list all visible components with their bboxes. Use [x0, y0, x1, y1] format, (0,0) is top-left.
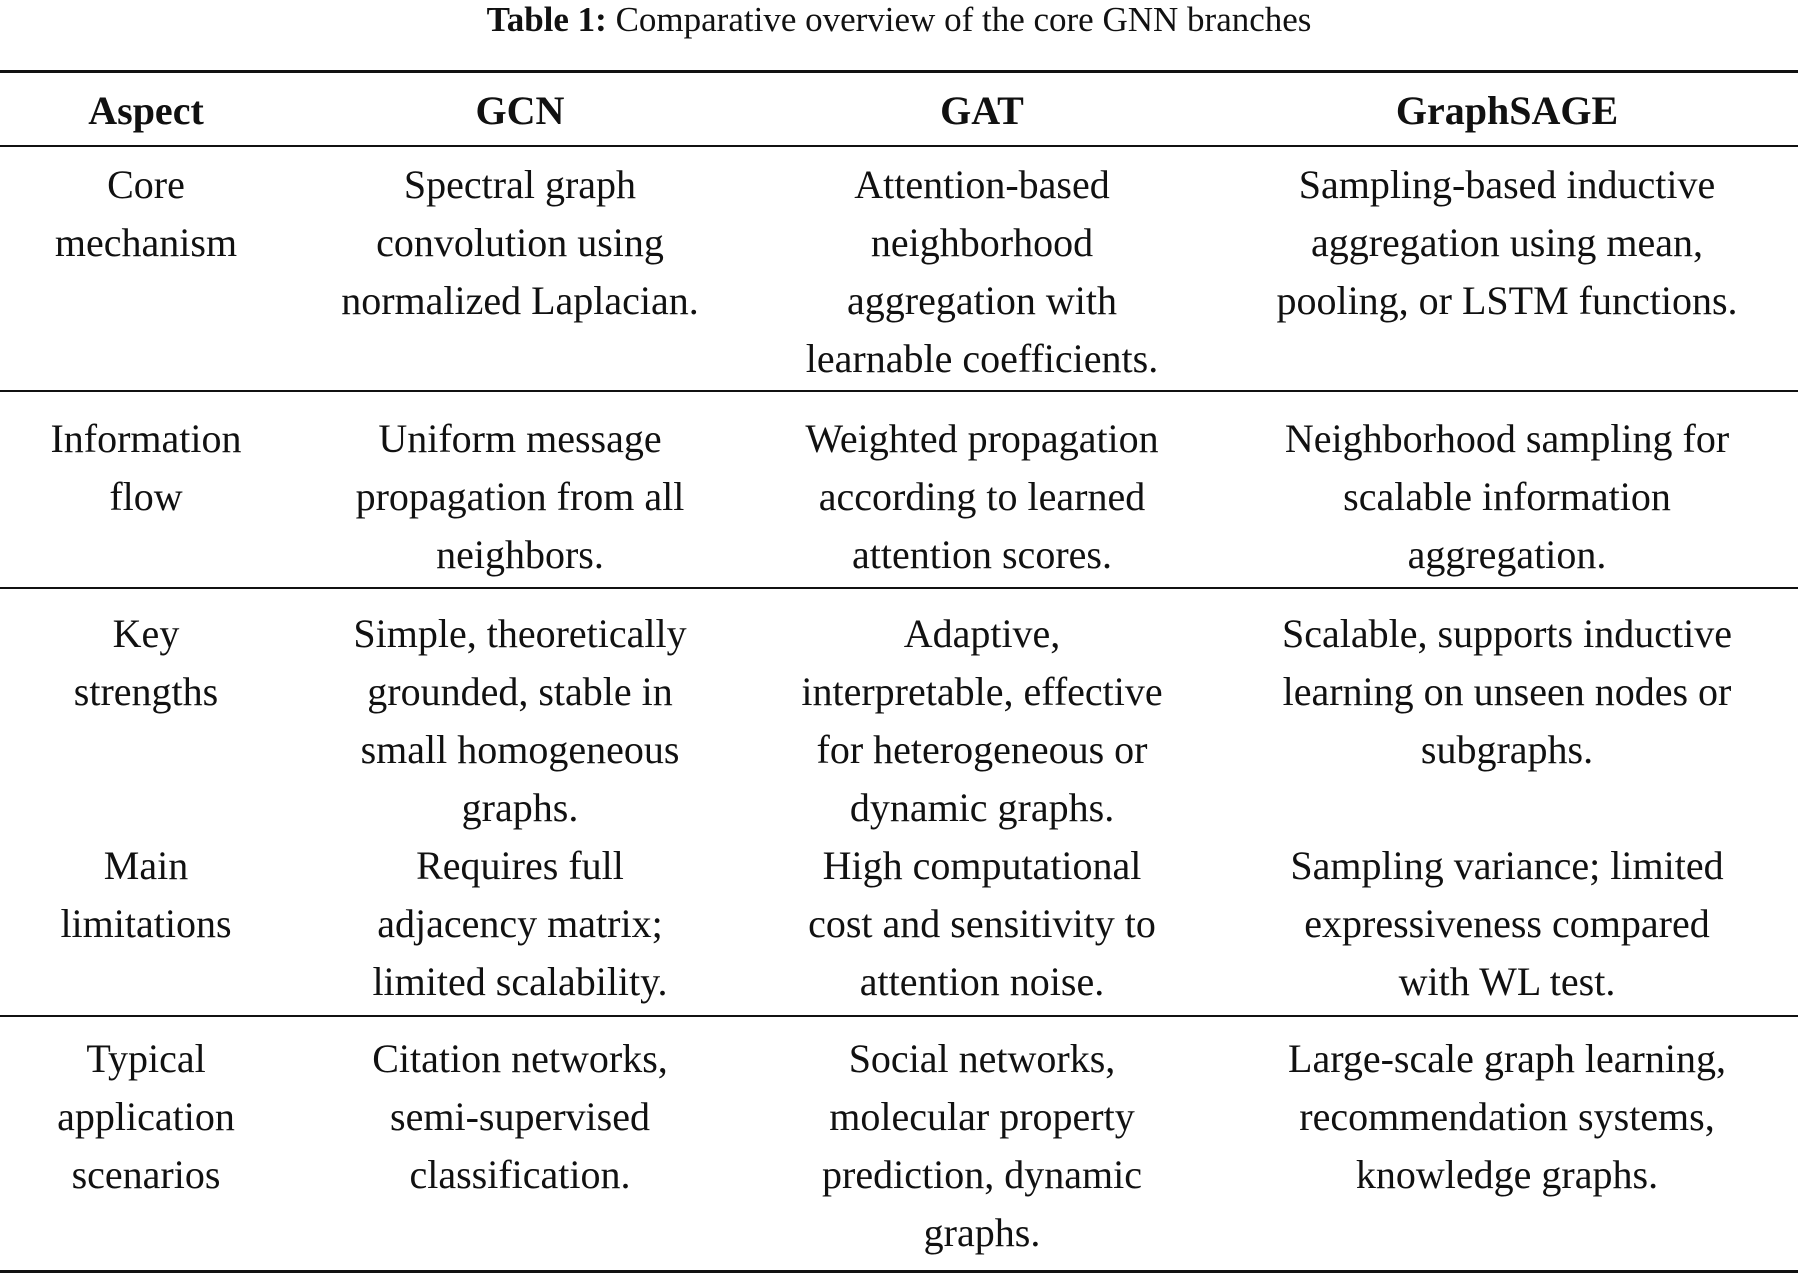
- row-rule: [0, 587, 1798, 589]
- row-label-main-limitations: Main limitations: [60, 843, 232, 946]
- table-cell: Social networks, molecular property pred…: [822, 1036, 1142, 1255]
- bottom-rule: [0, 1270, 1798, 1273]
- table-caption-label: Table 1:: [486, 0, 607, 39]
- table-cell: High computational cost and sensitivity …: [808, 843, 1156, 1004]
- header-rule: [0, 145, 1798, 147]
- table-cell: Simple, theoretically grounded, stable i…: [353, 611, 687, 830]
- row-label-information-flow: Information flow: [50, 416, 242, 519]
- table-cell: Sampling variance; limited expressivenes…: [1290, 843, 1724, 1004]
- table-cell: Neighborhood sampling for scalable infor…: [1284, 416, 1730, 577]
- table-caption: Table 1: Comparative overview of the cor…: [0, 0, 1798, 40]
- column-header-graphsage: GraphSAGE: [1395, 88, 1619, 133]
- row-label-typical-application-scenarios: Typical application scenarios: [57, 1036, 235, 1197]
- table-cell: Scalable, supports inductive learning on…: [1282, 611, 1732, 772]
- table-cell: Uniform message propagation from all nei…: [355, 416, 685, 577]
- table-cell: Requires full adjacency matrix; limited …: [372, 843, 668, 1004]
- row-label-key-strengths: Key strengths: [73, 611, 219, 714]
- table-cell: Adaptive, interpretable, effective for h…: [801, 611, 1163, 830]
- row-label-core-mechanism: Core mechanism: [54, 162, 238, 265]
- top-rule: [0, 70, 1798, 73]
- table-cell: Weighted propagation according to learne…: [805, 416, 1159, 577]
- table-cell: Citation networks, semi-supervised class…: [372, 1036, 668, 1197]
- row-rule: [0, 1015, 1798, 1017]
- table-cell: Attention-based neighborhood aggregation…: [805, 162, 1159, 381]
- column-header-gat: GAT: [940, 88, 1024, 133]
- table-cell: Spectral graph convolution using normali…: [341, 162, 699, 323]
- table-cell: Large-scale graph learning, recommendati…: [1288, 1036, 1726, 1197]
- column-header-aspect: Aspect: [88, 88, 204, 133]
- table-cell: Sampling-based inductive aggregation usi…: [1276, 162, 1738, 323]
- table-caption-text: Comparative overview of the core GNN bra…: [615, 0, 1312, 39]
- row-rule: [0, 390, 1798, 392]
- column-header-gcn: GCN: [475, 88, 565, 133]
